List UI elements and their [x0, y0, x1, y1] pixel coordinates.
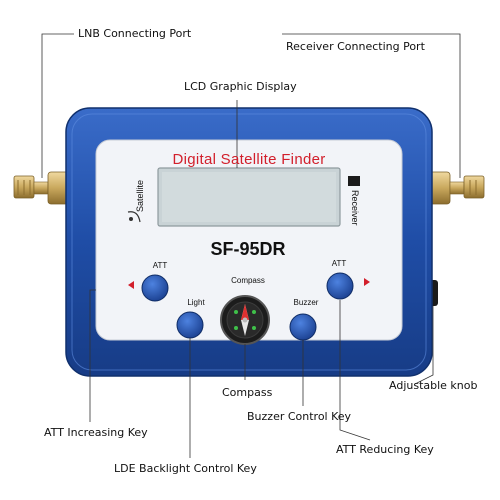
att-increasing-key-callout: ATT Increasing Key	[44, 426, 148, 439]
compass-label: Compass	[231, 276, 265, 285]
adjustable-knob-callout: Adjustable knob	[389, 379, 478, 392]
light-label: Light	[187, 298, 205, 307]
model-label: SF-95DR	[210, 239, 285, 259]
lcd-display-callout: LCD Graphic Display	[184, 80, 297, 93]
buzzer-control-key-callout: Buzzer Control Key	[247, 410, 352, 423]
receiver-label: Receiver	[350, 190, 360, 226]
satellite-dish-icon	[127, 211, 141, 223]
backlight-control-key-callout: LDE Backlight Control Key	[114, 462, 257, 475]
receiver-connector	[427, 171, 485, 205]
att-left-arrow-icon	[128, 281, 134, 289]
light-button[interactable]	[176, 311, 204, 339]
compass-dial	[220, 295, 270, 345]
buzzer-label: Buzzer	[294, 298, 319, 307]
lnb-connector	[13, 171, 71, 205]
att-left-label: ATT	[153, 261, 168, 270]
satellite-label: Satellite	[135, 180, 145, 212]
lnb-port-callout: LNB Connecting Port	[78, 27, 192, 40]
att-reduce-button[interactable]	[326, 272, 354, 300]
receiver-port-callout: Receiver Connecting Port	[286, 40, 425, 53]
att-right-arrow-icon	[364, 278, 370, 286]
att-reducing-key-callout: ATT Reducing Key	[336, 443, 434, 456]
att-increase-button[interactable]	[141, 274, 169, 302]
leader-lines	[41, 33, 461, 458]
att-right-label: ATT	[332, 259, 347, 268]
compass-callout: Compass	[222, 386, 273, 399]
brand-title: Digital Satellite Finder	[172, 151, 325, 168]
buzzer-button[interactable]	[289, 313, 317, 341]
